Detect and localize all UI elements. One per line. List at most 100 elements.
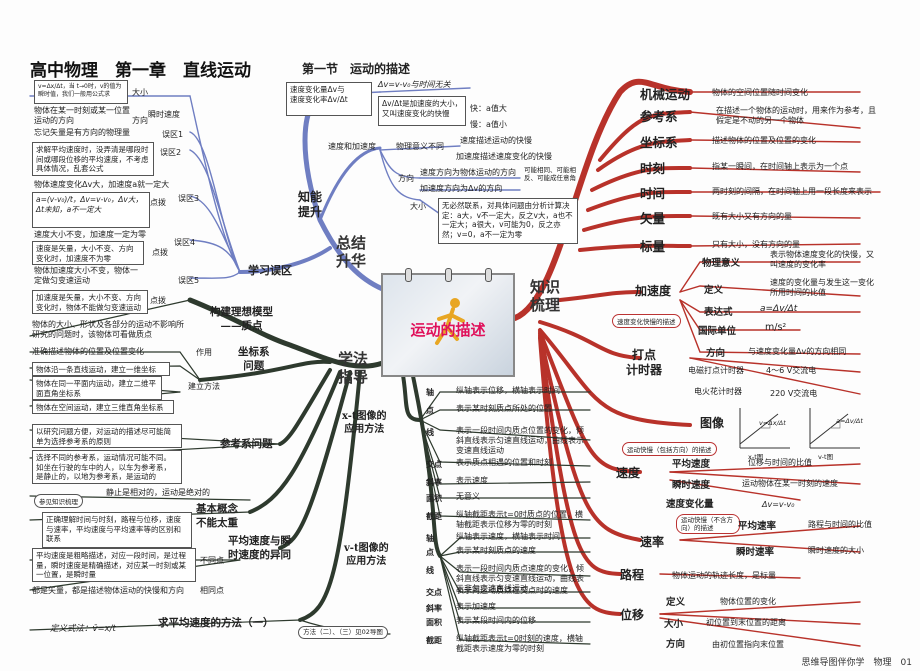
vt-row-value: 表示一段时间内质点速度的变化，倾斜直线表示匀变速直线运动，曲线表示非匀变速直线运… xyxy=(456,564,584,593)
ref-note: 参见知识梳理 xyxy=(34,494,83,508)
vt-row-value: 纵轴表示速度，横轴表示时间 xyxy=(456,532,560,541)
practice-inst-v: 瞬时速度 xyxy=(148,110,180,119)
practice-label: 学习误区 xyxy=(248,264,292,277)
vt-row-value: 表示某时刻质点的速度 xyxy=(456,546,536,555)
concept-label: 基本概念 不能太重 xyxy=(196,503,238,529)
binder-ring xyxy=(485,268,492,282)
xt-row-value: 表示速度 xyxy=(456,476,488,485)
inst-velocity: 瞬时速度 xyxy=(672,480,711,491)
xt-label: x-t图像的 应用方法 xyxy=(342,411,387,435)
practice-z4b: 速度是矢量，大小不变、方向变化时，加速度不为零 xyxy=(32,241,144,265)
velocity-change: 速度变化量 xyxy=(666,499,714,510)
timer-item-1-value: 4～6 V交流电 xyxy=(766,366,817,375)
acc-unit: 国际单位 xyxy=(698,326,737,337)
knowledge-item-desc: 只有大小，没有方向的量 xyxy=(712,240,800,249)
velocity-label: 速度 xyxy=(616,466,641,480)
section-title: 第一节 运动的描述 xyxy=(302,62,411,76)
xt-row-key: 轴 xyxy=(426,388,434,397)
avginst-same: 相同点 xyxy=(200,586,224,595)
xt-row-value: 表示某时刻质点所处的位置 xyxy=(456,404,552,413)
practice-zd-1: 点拨 xyxy=(150,198,166,207)
disp-dir-desc: 由初位置指向末位置 xyxy=(712,640,784,649)
practice-z4a: 速度大小不变，加速度一定为零 xyxy=(34,230,146,239)
practice-zd-3: 点拨 xyxy=(150,296,166,305)
timer-item-1-key: 电磁打点计时器 xyxy=(688,366,744,375)
acceleration-note: 速度变化快慢的描述 xyxy=(612,314,681,328)
knowledge-trunk xyxy=(512,78,693,321)
coord-build: 建立方法 xyxy=(188,382,220,391)
knowledge-item-desc: 指某一瞬间，在时间轴上表示为一个点 xyxy=(712,162,848,171)
avg-speed: 平均速率 xyxy=(738,521,777,532)
page-title: 高中物理 第一章 直线运动 xyxy=(30,61,251,81)
vt-label: v-t图像的 应用方法 xyxy=(344,543,389,567)
footer: 思维导图伴你学 物理 01 xyxy=(801,658,912,668)
xt-formula: v=Δx/Δt xyxy=(759,419,786,427)
vt-graph-icon xyxy=(809,408,860,449)
acceleration-label: 加速度 xyxy=(635,284,672,298)
ref-1: 以研究问题方便，对运动的描述尽可能简单为选择参考系的原则 xyxy=(32,424,182,448)
xt-row-key: 截距 xyxy=(426,512,442,521)
practice-z3a: 物体速度变化Δv大，加速度a就一定大 xyxy=(34,180,170,189)
coord-b1: 物体沿一条直线运动，建立一维坐标 xyxy=(32,362,170,376)
disp-size: 大小 xyxy=(664,619,684,630)
model-label: 构建理想模型 ——质点 xyxy=(210,306,273,332)
xt-graph-icon xyxy=(739,408,790,449)
vt-row-key: 线 xyxy=(426,566,434,575)
image-label: 图像 xyxy=(700,416,725,430)
knowledge-item-key: 标量 xyxy=(640,239,666,254)
knowledge-item-desc: 既有大小又有方向的量 xyxy=(712,212,792,221)
vt-row-value: 表示两运动质点在交点时的速度 xyxy=(456,586,568,595)
summary-top-formula: Δv=v-v₀与时间无关 xyxy=(378,80,451,89)
xt-row-value: 纵轴截距表示t=0时质点的位置，横轴截距表示位移为零的时刻 xyxy=(456,510,583,529)
knowledge-item-key: 坐标系 xyxy=(640,135,678,150)
summary-dir: 方向 xyxy=(398,174,414,183)
vt-row-value: 表示某段时间内的位移 xyxy=(456,616,536,625)
inst-speed: 瞬时速率 xyxy=(736,547,775,558)
practice-formula: v=Δx/Δt，当 t→0时，v的值为瞬时值，我们一般用公式求 xyxy=(34,80,128,104)
disp-def-desc: 物体位置的变化 xyxy=(720,597,776,606)
avg-method-formula: 定义式法：v̄=x/t xyxy=(50,624,116,634)
xt-row-key: 面积 xyxy=(426,494,442,503)
summary-dir2: 加速度方向为Δv的方向 xyxy=(420,184,503,193)
avg-speed-desc: 路程与时间的比值 xyxy=(808,520,872,529)
practice-big: 大小 xyxy=(132,88,148,97)
avg-method-more: 方法（二）、（三）见02导图 xyxy=(298,626,388,639)
summary-size-box: 无必然联系，对具体问题由分析计算决定：a大，v不一定大，反之v大，a也不一定大；… xyxy=(438,198,578,244)
speed-label: 速率 xyxy=(640,535,665,549)
acc-expression-value: a=Δv/Δt xyxy=(760,304,798,314)
summary-branch-label: 总结 升华 xyxy=(336,234,367,270)
xt-row-key: 交点 xyxy=(426,460,442,469)
practice-zone1: 误区1 xyxy=(162,130,184,139)
summary-dir-note: 可能相同、可能相反、可能成任意角 xyxy=(524,166,576,182)
avginst-diff: 不同点 xyxy=(200,556,224,565)
acc-physics-meaning-desc: 表示物体速度变化的快慢，又叫速度的变化率 xyxy=(770,250,874,269)
displacement-label: 位移 xyxy=(620,608,645,622)
practice-zone2: 误区2 xyxy=(160,148,182,157)
avg-velocity-desc: 位移与时间的比值 xyxy=(748,458,812,467)
ability-label: 知能 提升 xyxy=(298,190,323,219)
knowledge-item-desc: 两时刻的间隔，在时间轴上用一段长度来表示 xyxy=(712,187,872,196)
ref-2: 选择不同的参考系，运动情况可能不同。如坐在行驶的车中的人，以车为参考系，是静止的… xyxy=(32,450,182,484)
coord-label: 坐标系 问题 xyxy=(238,346,270,372)
practice-dir: 方向 xyxy=(132,116,148,125)
inst-speed-desc: 瞬时速度的大小 xyxy=(808,546,864,555)
vt-row-value: 纵轴截距表示t=0时刻的速度，横轴截距表示速度为零的时刻 xyxy=(456,634,583,653)
acc-unit-value: m/s² xyxy=(765,322,787,333)
xt-row-key: 线 xyxy=(426,428,434,437)
summary-dir1: 速度方向为物体运动的方向 xyxy=(420,168,516,177)
knowledge-item-key: 时间 xyxy=(640,186,666,201)
acc-direction-desc: 与速度变化量Δv的方向相同 xyxy=(748,347,847,356)
coord-role: 作用 xyxy=(196,348,212,357)
avg-method-label: 求平均速度的方法（一） xyxy=(158,617,274,629)
disp-dir: 方向 xyxy=(666,639,686,650)
vt-formula: a=Δv/Δt xyxy=(836,417,863,425)
practice-z2: 求解平均速度时，没弄清是哪段时间或哪段位移的平均速度，不考虑具体情况，乱套公式 xyxy=(32,142,154,176)
coord-b3: 物体在空间运动，建立三维直角坐标系 xyxy=(32,400,174,414)
velocity-note: 运动快慢（包括方向）的描述 xyxy=(622,442,717,456)
path-label: 路程 xyxy=(620,568,645,582)
speed-note: 运动快慢（不含方向）的描述 xyxy=(676,514,740,534)
practice-zone5: 误区5 xyxy=(178,276,200,285)
avg-velocity: 平均速度 xyxy=(672,459,711,470)
timer-label: 打点 计时器 xyxy=(626,348,663,377)
